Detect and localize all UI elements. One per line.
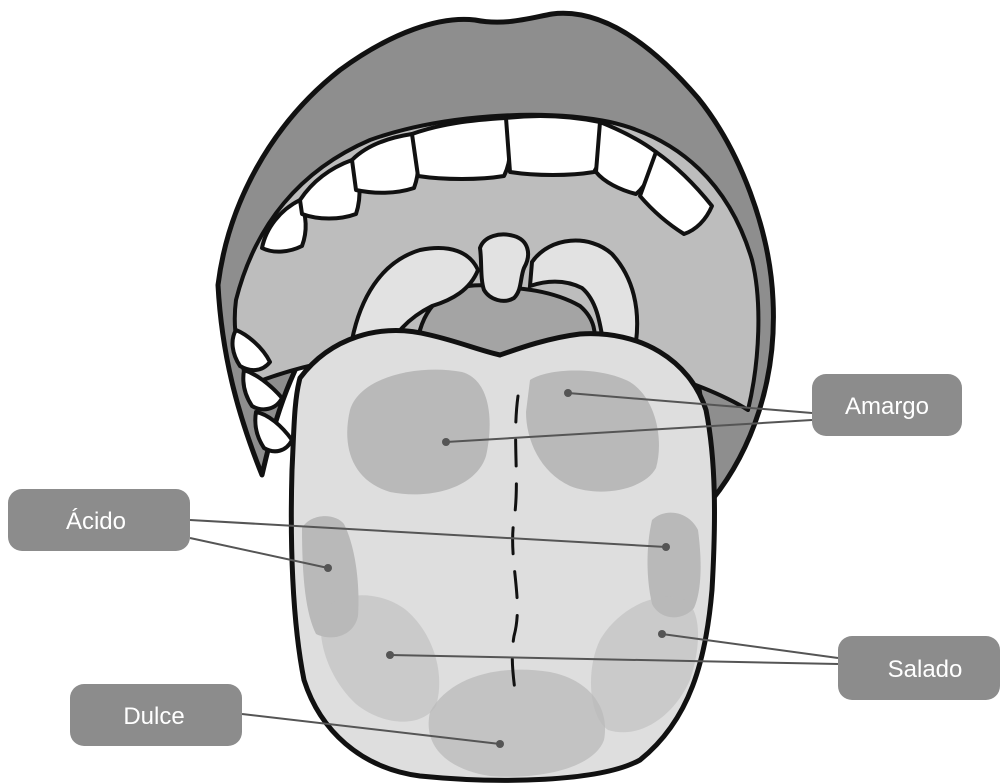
salado-label: Salado — [838, 636, 1000, 700]
amargo-label: Amargo — [812, 374, 962, 436]
salado-dot — [386, 651, 394, 659]
amargo-dot — [564, 389, 572, 397]
dulce-label: Dulce — [70, 684, 242, 746]
amargo-dot — [442, 438, 450, 446]
tongue — [291, 331, 714, 781]
acido-dot — [662, 543, 670, 551]
acido-dot — [324, 564, 332, 572]
salado-label-text: Salado — [888, 656, 963, 683]
dulce-label-text: Dulce — [123, 703, 184, 730]
bitter-zone-left — [347, 370, 489, 495]
dulce-dot — [496, 740, 504, 748]
acido-label: Ácido — [8, 489, 190, 551]
acido-label-text: Ácido — [66, 508, 126, 535]
salado-dot — [658, 630, 666, 638]
tooth — [506, 116, 602, 175]
amargo-label-text: Amargo — [845, 393, 929, 420]
